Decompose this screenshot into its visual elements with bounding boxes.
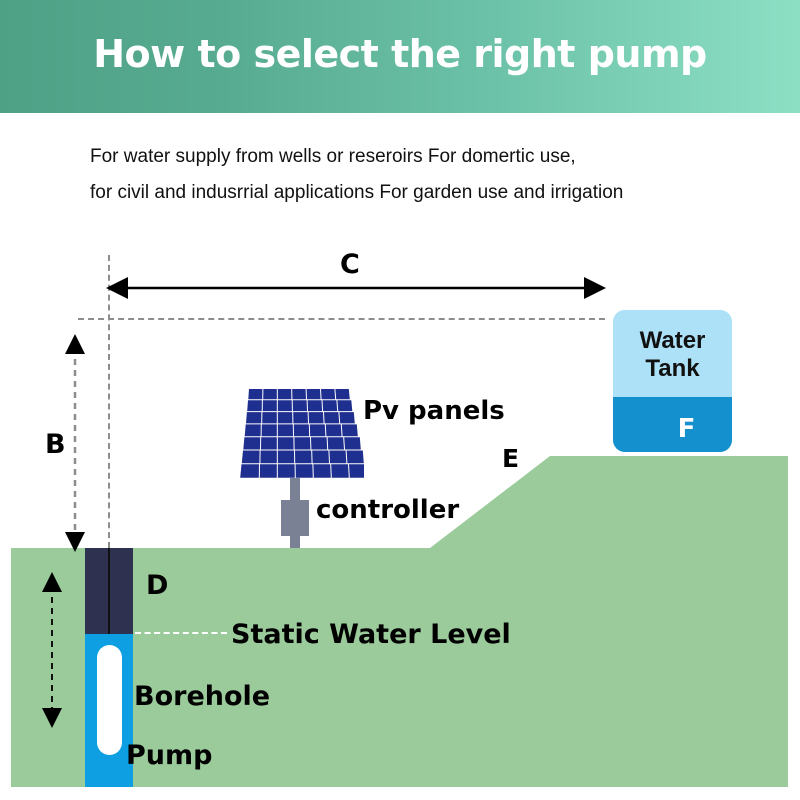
dimension-arrow-b: [65, 334, 85, 552]
intro-line-2: for civil and indusrrial applications Fo…: [90, 182, 624, 203]
water-tank-label-line2: Tank: [645, 355, 700, 382]
intro-paragraph: For water supply from wells or reseroirs…: [90, 139, 740, 211]
dimension-label-b: B: [45, 429, 66, 460]
dimension-label-c: C: [340, 249, 360, 280]
vertical-guide-line: [108, 255, 110, 548]
tank-top-guide-line: [78, 318, 605, 320]
water-tank-label-line1: Water: [639, 327, 706, 354]
water-tank-empty-section: [613, 310, 732, 397]
pump-label: Pump: [126, 740, 213, 771]
controller-box-icon[interactable]: [281, 500, 309, 536]
water-tank-filled-section: [613, 397, 732, 452]
water-tank[interactable]: Water Tank F: [613, 310, 732, 452]
pump-body-icon: [97, 645, 122, 755]
intro-line-1: For water supply from wells or reseroirs…: [90, 146, 576, 167]
dimension-arrow-d: [42, 572, 62, 728]
page-title: How to select the right pump: [93, 32, 707, 76]
riser-pipe-line: [108, 548, 110, 634]
dimension-label-f: F: [677, 414, 696, 444]
dimension-arrow-c: [106, 277, 606, 299]
pv-panels-label: Pv panels: [363, 396, 505, 426]
pv-panel-icon: [228, 388, 364, 483]
dimension-label-d: D: [146, 570, 169, 601]
water-tank-label: Water Tank: [613, 327, 732, 383]
ground-terrain: [11, 450, 788, 788]
controller-label: controller: [316, 495, 460, 525]
borehole-label: Borehole: [134, 681, 271, 712]
dimension-label-e: E: [502, 444, 520, 473]
header-banner: [0, 0, 800, 113]
static-water-level-line: [135, 632, 227, 634]
static-water-level-label: Static Water Level: [231, 619, 511, 650]
